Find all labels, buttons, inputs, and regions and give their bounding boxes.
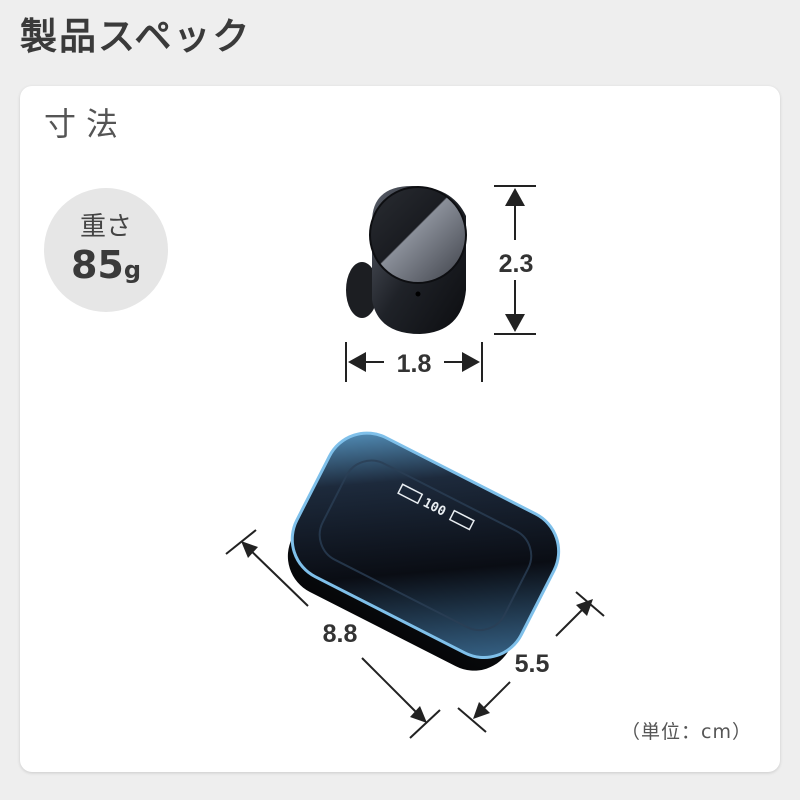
case-length-label: 8.8 <box>323 620 358 648</box>
earbud-face <box>369 186 467 284</box>
earbud-illustration <box>346 186 467 334</box>
earbud-width-dimension: 1.8 <box>345 342 483 382</box>
case-depth-dimension: 5.5 <box>457 591 605 733</box>
case-lid <box>290 431 561 660</box>
weight-value: 85g <box>70 243 142 288</box>
weight-badge: 重さ 85g <box>44 188 168 312</box>
earbud-height-dimension: 2.3 <box>494 185 536 335</box>
earbud-tip <box>346 262 378 318</box>
section-title: 寸法 <box>44 105 129 143</box>
earbud-mic <box>415 291 421 297</box>
case-depth-label: 5.5 <box>515 650 550 678</box>
weight-unit: g <box>123 256 142 285</box>
battery-left-icon <box>397 483 424 505</box>
earbud-height-label: 2.3 <box>499 250 534 278</box>
case-illustration: 100 <box>287 431 561 671</box>
page-title: 製品スペック <box>20 15 252 58</box>
battery-right-icon <box>448 509 475 531</box>
earbud-width-label: 1.8 <box>397 350 432 378</box>
unit-note: （単位：cm） <box>621 721 752 743</box>
case-length-dimension: 8.8 <box>225 529 441 739</box>
weight-label: 重さ <box>79 211 132 242</box>
